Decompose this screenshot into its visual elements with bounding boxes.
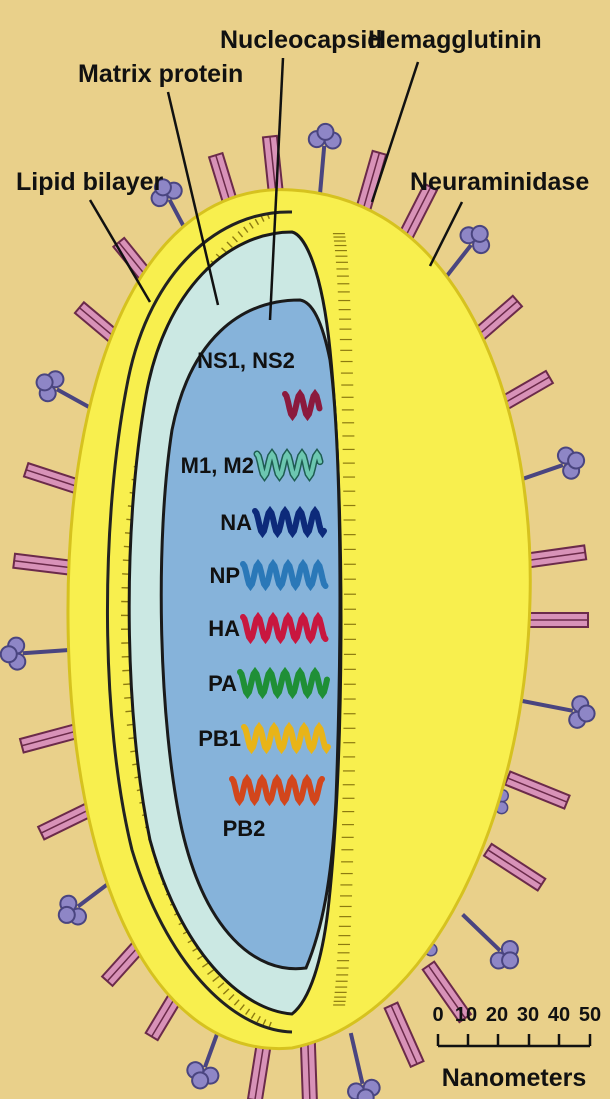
- label-matrix-protein: Matrix protein: [78, 60, 243, 88]
- label-hemagglutinin: Hemagglutinin: [368, 26, 542, 54]
- rna-segment: M1, M2: [181, 453, 320, 478]
- rna-segment-label: PA: [208, 671, 237, 696]
- rna-segment-label: NA: [220, 510, 252, 535]
- rna-segment: PB1: [198, 726, 328, 751]
- rna-helix: [243, 564, 326, 586]
- scale-tick-30: 30: [517, 1004, 539, 1026]
- rna-segment-label: NS1, NS2: [197, 348, 295, 373]
- rna-segment-label: HA: [208, 616, 240, 641]
- rna-segment-label: M1, M2: [181, 453, 254, 478]
- label-lipid-bilayer: Lipid bilayer: [16, 168, 164, 196]
- scale-tick-50: 50: [579, 1004, 601, 1026]
- scale-tick-10: 10: [455, 1004, 477, 1026]
- scale-tick-0: 0: [432, 1004, 443, 1026]
- rna-segment-label: NP: [209, 563, 240, 588]
- label-nucleocapsid: Nucleocapsid: [220, 26, 383, 54]
- scale-unit-label: Nanometers: [442, 1064, 587, 1092]
- label-neuraminidase: Neuraminidase: [410, 168, 589, 196]
- scale-tick-20: 20: [486, 1004, 508, 1026]
- rna-segment-label: PB2: [223, 816, 266, 841]
- hemagglutinin-spike: [301, 1041, 317, 1099]
- rna-segment-label: PB1: [198, 726, 241, 751]
- hemagglutinin-spike: [524, 613, 588, 627]
- scale-tick-40: 40: [548, 1004, 570, 1026]
- rna-helix: [243, 617, 326, 639]
